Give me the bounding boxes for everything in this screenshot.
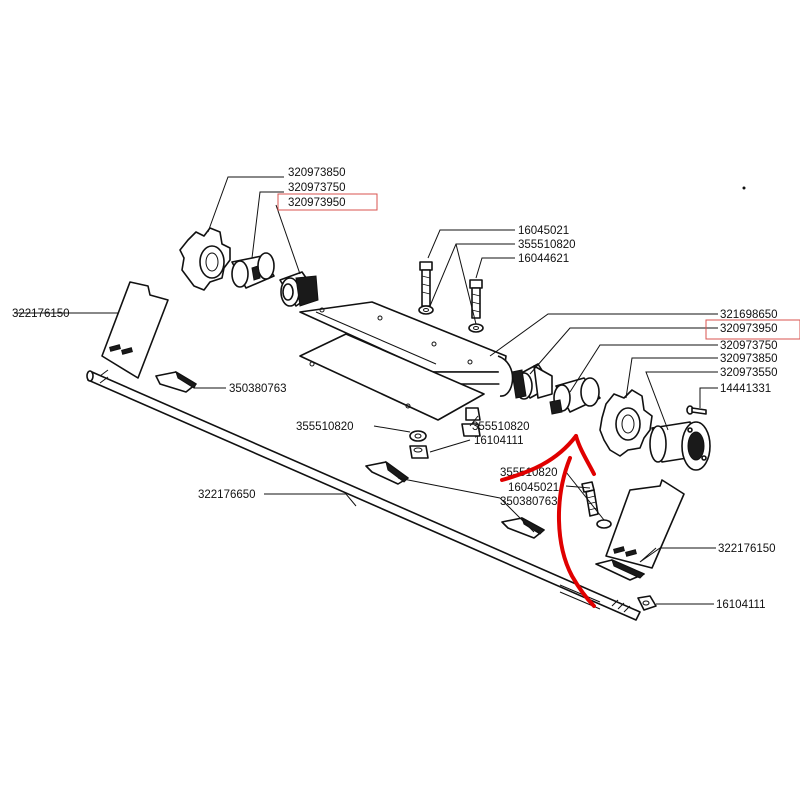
middle-key [365, 460, 409, 485]
left-bushing [231, 252, 275, 289]
small-screw [686, 405, 707, 415]
left-sprocket [179, 227, 231, 291]
red-marker-stroke-top [500, 434, 578, 482]
label-bushing-left: 320973750 [288, 182, 346, 194]
label-flange-bearing: 320973550 [720, 367, 778, 379]
label-sprocket-right: 320973850 [720, 353, 778, 365]
left-plate [101, 281, 169, 379]
middle-fasteners [409, 407, 481, 459]
left-hub [279, 271, 319, 307]
label-bolt-low: 16045021 [508, 482, 559, 494]
red-marker-stroke-right [574, 434, 596, 476]
right-plate [605, 479, 685, 569]
drive-shaft [86, 369, 641, 621]
label-shaft: 322176650 [198, 489, 256, 501]
highlight-boxes [277, 193, 800, 340]
label-nut-mid: 16104111 [474, 435, 523, 447]
right-sprocket [599, 389, 653, 457]
flange-bearing [649, 421, 711, 471]
label-bolt-long: 16045021 [518, 225, 569, 237]
right-hub [511, 363, 553, 400]
label-key-mid: 350380763 [500, 496, 558, 508]
label-bolt-short: 16044621 [518, 253, 569, 265]
label-washer-mid-right: 355510820 [472, 421, 530, 433]
label-washer-top: 355510820 [518, 239, 576, 251]
scraper-blade [299, 333, 485, 421]
red-marker-stroke-down [557, 456, 596, 608]
label-nut-end: 16104111 [716, 599, 765, 611]
label-sprocket-left: 320973850 [288, 167, 346, 179]
label-hub-left: 320973950 [288, 197, 346, 209]
label-washer-mid: 355510820 [296, 421, 354, 433]
top-fasteners [418, 261, 484, 333]
callouts: 320973850 320973750 320973950 16045021 3… [12, 167, 778, 611]
highlight-box-left-hub [277, 193, 378, 211]
low-fasteners [581, 481, 612, 529]
red-marker-annotation [500, 434, 596, 608]
leader-lines [14, 176, 718, 605]
right-bushing [549, 377, 601, 415]
label-plate-left: 322176150 [12, 308, 70, 320]
label-plate-right: 322176150 [718, 543, 776, 555]
left-key [155, 370, 197, 393]
label-bracket: 321698650 [720, 309, 778, 321]
lower-key [501, 516, 545, 539]
stray-mark [742, 186, 746, 190]
label-bushing-right: 320973750 [720, 340, 778, 352]
label-screw-small: 14441331 [720, 383, 771, 395]
highlight-box-right-hub [705, 319, 800, 340]
end-nut [637, 595, 657, 611]
label-hub-right: 320973950 [720, 323, 778, 335]
label-key-left: 350380763 [229, 383, 287, 395]
right-bar-key [595, 559, 645, 581]
